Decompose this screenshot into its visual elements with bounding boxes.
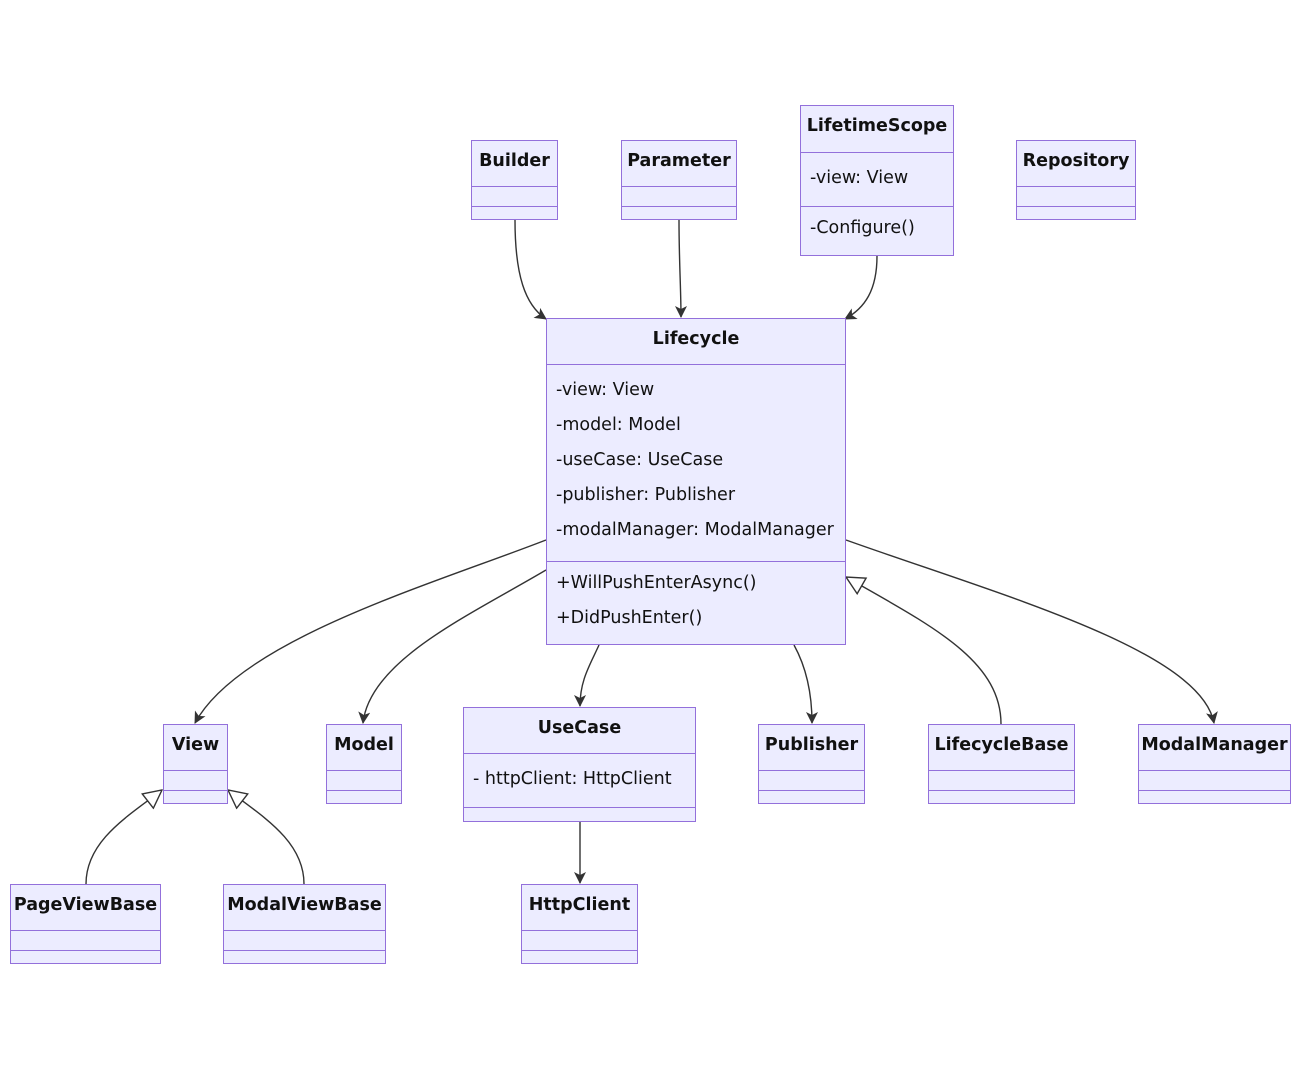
attribute-item: -model: Model <box>556 415 681 435</box>
class-name: LifetimeScope <box>806 116 948 136</box>
edge-modalviewbase-to-view <box>228 790 305 885</box>
method-item: +DidPushEnter() <box>556 608 703 628</box>
methods-section <box>759 790 864 802</box>
class-name: Lifecycle <box>652 329 740 349</box>
attributes-section <box>327 770 401 790</box>
attribute-item: -publisher: Publisher <box>556 485 736 505</box>
edge-lifecycle-to-usecase <box>574 644 600 707</box>
attributes-section <box>224 930 385 950</box>
methods-section <box>622 206 736 218</box>
attribute-item: -useCase: UseCase <box>556 450 724 470</box>
class-name: ModalManager <box>1141 735 1288 755</box>
class-lifetimescope[interactable]: LifetimeScope -view: View -Configure() <box>800 105 954 256</box>
attributes-section <box>622 186 736 206</box>
edge-lifetimescope-to-lifecycle <box>844 255 878 320</box>
methods-section <box>1139 790 1290 802</box>
class-name: Model <box>334 735 394 755</box>
class-name: View <box>171 735 220 755</box>
class-model[interactable]: Model <box>326 724 402 804</box>
attributes-section <box>472 186 557 206</box>
class-view[interactable]: View <box>163 724 228 804</box>
methods-section <box>1017 206 1135 218</box>
methods-section <box>929 790 1074 802</box>
class-name: UseCase <box>537 718 622 738</box>
class-modalmanager[interactable]: ModalManager <box>1138 724 1291 804</box>
methods-section <box>464 807 695 820</box>
edge-builder-to-lifecycle <box>514 219 547 320</box>
methods-section: +WillPushEnterAsync() +DidPushEnter() <box>547 561 845 643</box>
class-name: HttpClient <box>528 895 631 915</box>
class-lifecycle[interactable]: Lifecycle -view: View -model: Model -use… <box>546 318 846 645</box>
class-publisher[interactable]: Publisher <box>758 724 865 804</box>
edge-lifecycle-to-modalmanager <box>845 539 1218 724</box>
class-usecase[interactable]: UseCase - httpClient: HttpClient <box>463 707 696 822</box>
attribute-item: -modalManager: ModalManager <box>556 520 834 540</box>
class-name: Builder <box>479 151 550 171</box>
edge-pageviewbase-to-view <box>85 790 162 885</box>
edge-parameter-to-lifecycle <box>674 219 687 318</box>
class-httpclient[interactable]: HttpClient <box>521 884 638 964</box>
attributes-section <box>759 770 864 790</box>
class-modalviewbase[interactable]: ModalViewBase <box>223 884 386 964</box>
methods-section <box>164 790 227 802</box>
class-name: LifecycleBase <box>934 735 1069 755</box>
attributes-section: -view: View <box>801 152 953 206</box>
attribute-item: -view: View <box>556 380 655 400</box>
methods-section: -Configure() <box>801 206 953 254</box>
attributes-section <box>929 770 1074 790</box>
attributes-section <box>522 930 637 950</box>
class-name: PageViewBase <box>13 895 158 915</box>
methods-section <box>327 790 401 802</box>
method-item: +WillPushEnterAsync() <box>556 573 757 593</box>
class-name: Repository <box>1022 151 1130 171</box>
class-name: Publisher <box>764 735 859 755</box>
methods-section <box>472 206 557 218</box>
class-pageviewbase[interactable]: PageViewBase <box>10 884 161 964</box>
edge-lifecyclebase-to-lifecycle <box>846 577 1002 725</box>
attributes-section <box>11 930 160 950</box>
attributes-section: -view: View -model: Model -useCase: UseC… <box>547 364 845 561</box>
method-item: -Configure() <box>810 218 915 238</box>
methods-section <box>522 950 637 962</box>
class-name: Parameter <box>627 151 731 171</box>
methods-section <box>224 950 385 962</box>
methods-section <box>11 950 160 962</box>
attributes-section <box>164 770 227 790</box>
attributes-section <box>1017 186 1135 206</box>
class-lifecyclebase[interactable]: LifecycleBase <box>928 724 1075 804</box>
edge-lifecycle-to-model <box>358 569 547 724</box>
attributes-section: - httpClient: HttpClient <box>464 753 695 807</box>
attribute-item: -view: View <box>810 168 909 188</box>
attributes-section <box>1139 770 1290 790</box>
class-parameter[interactable]: Parameter <box>621 140 737 220</box>
class-name: ModalViewBase <box>227 895 382 915</box>
class-repository[interactable]: Repository <box>1016 140 1136 220</box>
attribute-item: - httpClient: HttpClient <box>473 769 672 789</box>
class-builder[interactable]: Builder <box>471 140 558 220</box>
edge-lifecycle-to-publisher <box>793 644 818 724</box>
edge-lifecycle-to-view <box>194 539 547 724</box>
